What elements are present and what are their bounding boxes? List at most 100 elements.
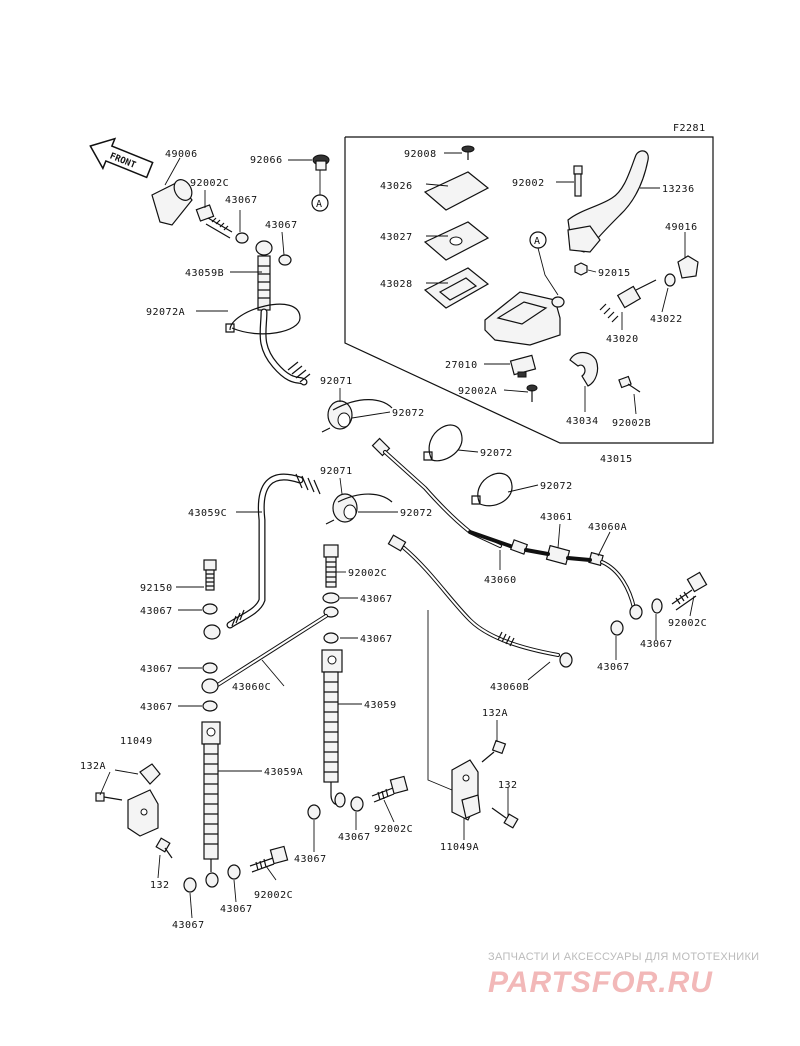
washer-43067-f (202, 700, 218, 712)
label-92072-b: 92072 (480, 448, 513, 459)
label-43067-k: 43067 (338, 832, 371, 843)
bolt-92150 (203, 559, 217, 591)
grommet-92071-upper (321, 399, 393, 433)
banjo-fitting-top (255, 240, 273, 256)
label-43059b: 43059B (185, 268, 224, 279)
ref-marker-a-box-text: A (534, 236, 541, 247)
washer-43067-l (651, 598, 663, 614)
washer-43067-h (307, 804, 321, 820)
label-43067-j: 43067 (294, 854, 327, 865)
washer-43067-b (278, 254, 292, 266)
label-49006: 49006 (165, 149, 198, 160)
cap-43026 (423, 171, 490, 211)
washer-43067-j (183, 877, 197, 893)
label-43059a: 43059A (264, 767, 303, 778)
label-43067-d: 43067 (360, 594, 393, 605)
bolt-132a-left (95, 792, 123, 802)
watermark-logo: PARTSFOR.RU (488, 966, 713, 999)
label-13236: 13236 (662, 184, 695, 195)
label-43028: 43028 (380, 279, 413, 290)
label-43067-m: 43067 (597, 662, 630, 673)
bolt-92002c-center (323, 544, 339, 588)
label-43059: 43059 (364, 700, 397, 711)
switch-27010 (509, 354, 537, 378)
washer-43067-g (323, 632, 339, 644)
label-43027: 43027 (380, 232, 413, 243)
ref-marker-a-top-text: A (316, 199, 323, 210)
label-43067-b: 43067 (265, 220, 298, 231)
label-92008: 92008 (404, 149, 437, 160)
grommet-92071-lower (325, 493, 393, 525)
bolt-132-right (491, 807, 519, 829)
label-92002c-d: 92002C (374, 824, 413, 835)
part-49006-grip (151, 179, 193, 226)
label-92150: 92150 (140, 583, 173, 594)
label-92002: 92002 (512, 178, 545, 189)
label-92072-c: 92072 (400, 508, 433, 519)
label-92072-d: 92072 (540, 481, 573, 492)
part-labels: 49006 92066 92002C 43067 43067 43059B 92… (80, 149, 707, 931)
hose-43059 (321, 649, 346, 808)
bolt-132a-right (481, 739, 507, 763)
clamp-92072-b (423, 424, 463, 462)
label-43060a: 43060A (588, 522, 627, 533)
label-43061: 43061 (540, 512, 573, 523)
nut-92015 (574, 262, 588, 276)
label-43034: 43034 (566, 416, 599, 427)
screw-92008 (461, 145, 475, 160)
piston-43020 (599, 279, 657, 323)
pipe-43060a (566, 551, 643, 620)
label-92071-a: 92071 (320, 376, 353, 387)
bolt-92002b (618, 375, 641, 393)
label-92002c-b: 92002C (348, 568, 387, 579)
label-43060: 43060 (484, 575, 517, 586)
label-132-left: 132 (150, 880, 170, 891)
label-43067-i: 43067 (220, 904, 253, 915)
label-132-right: 132 (498, 780, 518, 791)
label-43059c: 43059C (188, 508, 227, 519)
label-43067-f: 43067 (140, 702, 173, 713)
master-cylinder-body (484, 291, 565, 346)
watermark-tagline: ЗАПЧАСТИ И АКСЕССУАРЫ ДЛЯ МОТОТЕХНИКИ (488, 951, 760, 963)
label-43067-g: 43067 (360, 634, 393, 645)
label-11049: 11049 (120, 736, 153, 747)
screw-92002a (526, 384, 538, 402)
label-27010: 27010 (445, 360, 478, 371)
label-92002b: 92002B (612, 418, 651, 429)
leader-lines (99, 152, 695, 919)
diagram-code: F2281 (673, 123, 706, 134)
clamp-43034 (569, 351, 599, 387)
washer-43067-i (350, 796, 364, 812)
label-92072a: 92072A (146, 307, 185, 318)
pipe-43060b (387, 534, 573, 668)
joint-43061 (524, 544, 571, 566)
label-92066: 92066 (250, 155, 283, 166)
label-43067-h: 43067 (172, 920, 205, 931)
label-92071-b: 92071 (320, 466, 353, 477)
label-132a-right: 132A (482, 708, 508, 719)
boot-49016 (677, 255, 699, 279)
label-11049a: 11049A (440, 842, 479, 853)
ring-43022 (664, 273, 676, 287)
hose-43059a (201, 721, 221, 888)
banjo-43060c-top (323, 606, 339, 618)
label-43067-e: 43067 (140, 664, 173, 675)
pipe-43060c (201, 614, 328, 694)
label-92002a: 92002A (458, 386, 497, 397)
label-43020: 43020 (606, 334, 639, 345)
bolt-92002c-lower-left (249, 845, 289, 873)
label-49016: 49016 (665, 222, 698, 233)
label-43067-a: 43067 (225, 195, 258, 206)
hose-43059b (257, 255, 311, 386)
label-92002c-e: 92002C (668, 618, 707, 629)
diaphragm-43028 (423, 267, 490, 309)
label-43022: 43022 (650, 314, 683, 325)
bolt-132-left (155, 837, 173, 859)
screw-92002 (573, 165, 583, 197)
washer-43067-m (610, 620, 624, 636)
bolt-92002c-lower-center (371, 775, 409, 803)
label-43060c: 43060C (232, 682, 271, 693)
label-92002c-a: 92002C (190, 178, 229, 189)
bolt-92002c-right (671, 571, 708, 611)
part-92066-cap (312, 154, 330, 171)
